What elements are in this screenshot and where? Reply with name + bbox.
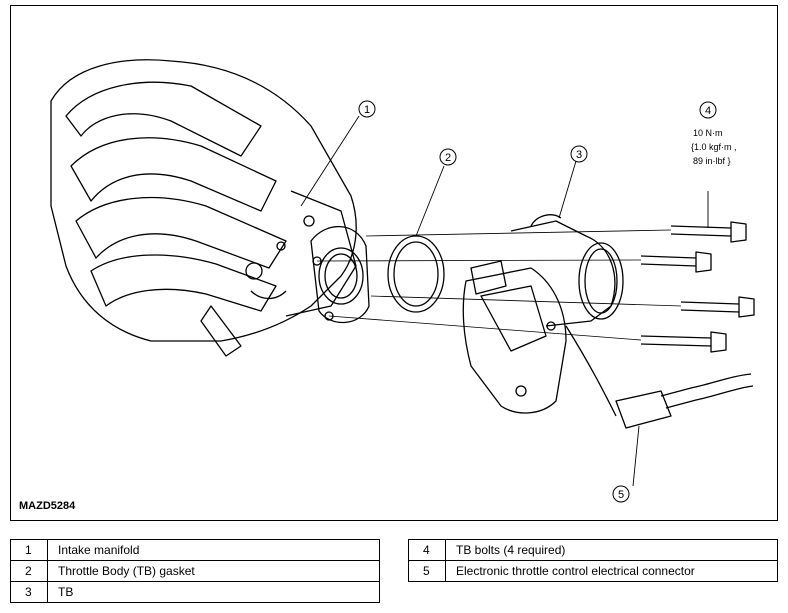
- callout-2: 2: [445, 152, 451, 164]
- callout-5: 5: [618, 489, 624, 501]
- torque-spec-line-2: {1.0 kgf·m ,: [691, 142, 737, 152]
- tb-gasket-drawing: [387, 235, 445, 313]
- legend-text: Throttle Body (TB) gasket: [47, 560, 380, 582]
- bolt-1: [670, 221, 747, 243]
- bolt-2: [640, 251, 712, 273]
- legend-row: 2 Throttle Body (TB) gasket: [10, 560, 380, 582]
- callout-circles: [358, 100, 717, 503]
- legend-text: TB: [47, 581, 380, 603]
- legend-table-right: 4 TB bolts (4 required) 5 Electronic thr…: [408, 539, 778, 582]
- legend-number: 4: [408, 539, 446, 561]
- legend-row: 3 TB: [10, 581, 380, 603]
- electrical-connector-drawing: [565, 325, 754, 429]
- leader-lines: [300, 115, 709, 487]
- legend-number: 1: [10, 539, 48, 561]
- legend-number: 2: [10, 560, 48, 582]
- legend-text: Electronic throttle control electrical c…: [445, 560, 778, 582]
- throttle-body-exploded-drawing: 1 2 3 4 5 10 N·m {1.0 kgf·m , 89 in·lbf …: [50, 59, 755, 503]
- intake-manifold-drawing: [50, 59, 370, 357]
- bolt-3: [680, 296, 755, 318]
- callout-1: 1: [364, 104, 370, 116]
- torque-spec-line-3: 89 in·lbf }: [693, 156, 731, 166]
- legend-row: 1 Intake manifold: [10, 539, 380, 561]
- bolt-4: [640, 331, 727, 353]
- callout-3: 3: [576, 149, 582, 161]
- callout-4: 4: [705, 105, 711, 117]
- legend-number: 5: [408, 560, 446, 582]
- legend-text: Intake manifold: [47, 539, 380, 561]
- legend-text: TB bolts (4 required): [445, 539, 778, 561]
- legend-row: 4 TB bolts (4 required): [408, 539, 778, 561]
- torque-spec-line-1: 10 N·m: [693, 128, 723, 138]
- alignment-lines: [316, 229, 682, 341]
- figure-id-label: MAZD5284: [19, 500, 76, 512]
- legend-table-left: 1 Intake manifold 2 Throttle Body (TB) g…: [10, 539, 380, 603]
- tb-bolts-drawing: [640, 221, 755, 353]
- legend-row: 5 Electronic throttle control electrical…: [408, 560, 778, 582]
- legend-number: 3: [10, 581, 48, 603]
- throttle-body-drawing: [462, 214, 624, 414]
- exploded-view-figure: 1 2 3 4 5 10 N·m {1.0 kgf·m , 89 in·lbf …: [10, 5, 778, 521]
